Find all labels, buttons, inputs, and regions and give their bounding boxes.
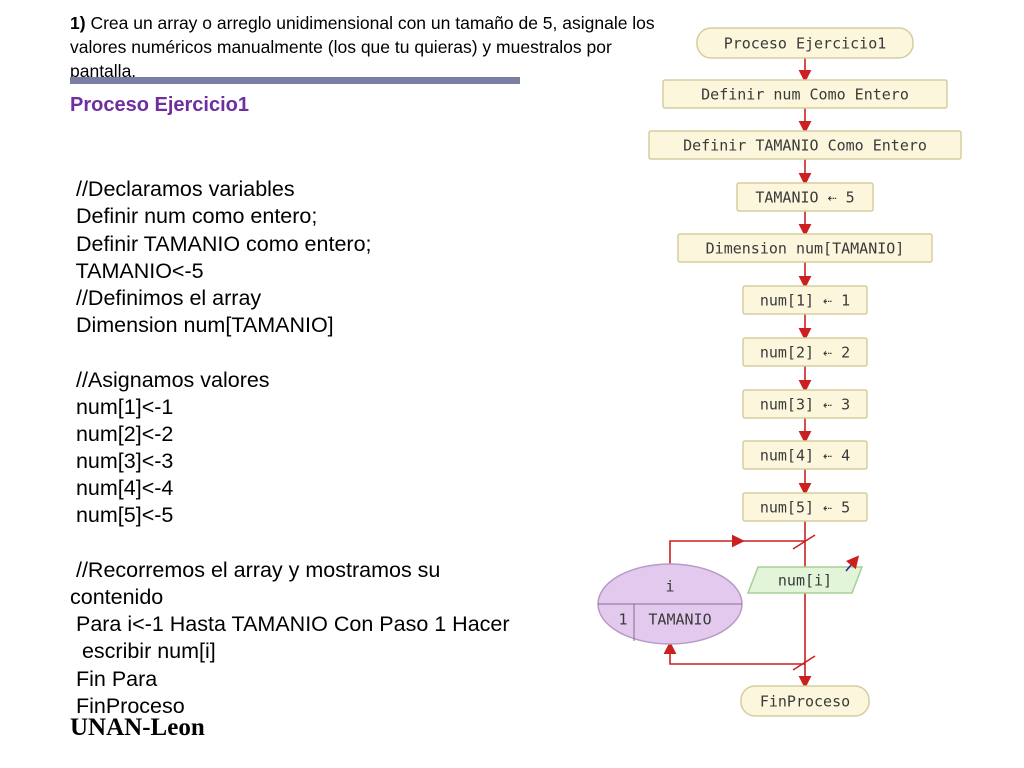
output-label: num[i] xyxy=(778,572,832,590)
code-line: //Declaramos variables xyxy=(70,177,295,202)
step-2-label: Definir TAMANIO Como Entero xyxy=(683,137,927,155)
step-2-box xyxy=(648,130,962,160)
step-3-label: TAMANIO ⇠ 5 xyxy=(755,189,854,207)
brand-label: UNAN-Leon xyxy=(70,714,205,741)
loop-end-value: TAMANIO xyxy=(648,611,711,629)
step-7-box xyxy=(742,389,868,419)
code-line: num[4]<-4 xyxy=(70,476,174,501)
code-line: //Asignamos valores xyxy=(70,367,270,392)
code-line: escribir num[i] xyxy=(70,639,216,664)
step-5-box xyxy=(742,285,868,315)
code-line: Para i<-1 Hasta TAMANIO Con Paso 1 Hacer xyxy=(70,612,510,637)
code-line: num[2]<-2 xyxy=(70,421,174,446)
title-divider xyxy=(70,77,520,84)
code-line: Fin Para xyxy=(70,666,158,691)
exercise-statement: 1) Crea un array o arreglo unidimensiona… xyxy=(70,11,660,83)
code-line: contenido xyxy=(70,585,164,609)
step-8-label: num[4] ⇠ 4 xyxy=(760,447,850,465)
step-6-label: num[2] ⇠ 2 xyxy=(760,344,850,362)
step-9-label: num[5] ⇠ 5 xyxy=(760,499,850,517)
code-line: Definir TAMANIO como entero; xyxy=(70,231,372,256)
start-terminal-box xyxy=(696,27,914,59)
loop-variable: i xyxy=(665,578,674,596)
step-1-label: Definir num Como Entero xyxy=(701,86,909,104)
code-line: num[1]<-1 xyxy=(70,394,174,419)
end-terminal-box xyxy=(740,685,870,717)
output-box xyxy=(746,566,864,594)
end-terminal-label: FinProceso xyxy=(760,693,850,711)
step-7-label: num[3] ⇠ 3 xyxy=(760,396,850,414)
step-8-box xyxy=(742,440,868,470)
step-9-box xyxy=(742,492,868,522)
start-terminal-label: Proceso Ejercicio1 xyxy=(724,35,887,53)
code-line: Dimension num[TAMANIO] xyxy=(70,313,334,338)
loop-tick xyxy=(792,655,816,671)
step-4-label: Dimension num[TAMANIO] xyxy=(706,240,905,258)
exercise-number: 1) xyxy=(70,13,86,33)
loop-start-value: 1 xyxy=(618,611,627,629)
exercise-text: Crea un array o arreglo unidimensional c… xyxy=(70,13,655,81)
output-arrow-icon xyxy=(845,555,860,572)
code-line: //Recorremos el array y mostramos su xyxy=(70,557,441,582)
code-line: //Definimos el array xyxy=(70,285,262,310)
loop-tick xyxy=(792,534,816,550)
pseudocode-block: //Declaramos variables Definir num como … xyxy=(70,149,590,720)
step-4-box xyxy=(677,233,933,263)
step-5-label: num[1] ⇠ 1 xyxy=(760,292,850,310)
code-title: Proceso Ejercicio1 xyxy=(70,94,249,116)
code-line: num[5]<-5 xyxy=(70,503,174,528)
code-line: num[3]<-3 xyxy=(70,449,174,474)
code-line: Definir num como entero; xyxy=(70,204,318,229)
loop-connector xyxy=(663,641,805,665)
code-line: FinProceso xyxy=(70,693,185,718)
step-1-box xyxy=(662,79,948,109)
flow-connectors xyxy=(663,58,816,689)
code-line: TAMANIO<-5 xyxy=(70,258,204,283)
step-3-box xyxy=(736,182,874,212)
loop-connector xyxy=(669,534,745,564)
step-6-box xyxy=(742,337,868,367)
